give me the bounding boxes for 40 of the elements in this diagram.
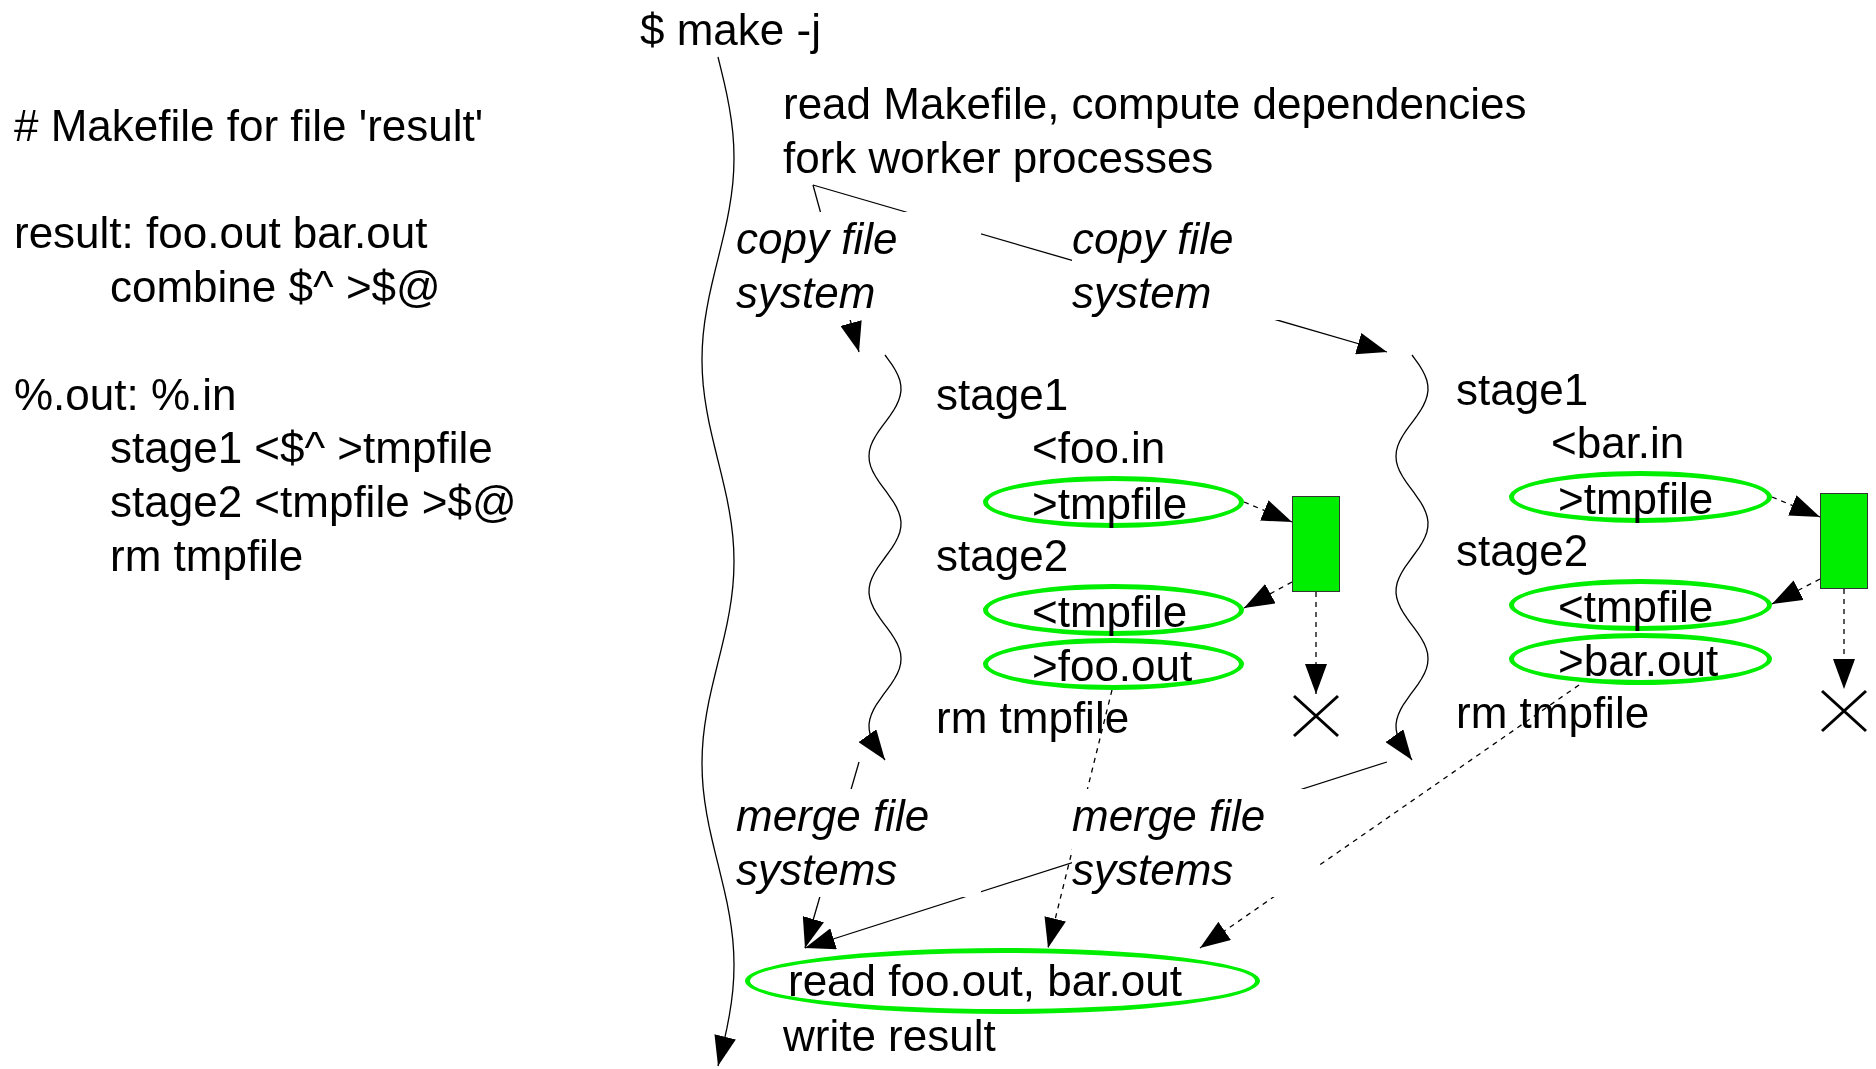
circled-file-text: >bar.out — [1509, 633, 1772, 685]
step-text: fork worker processes — [783, 132, 1215, 184]
edge-label: copy file system — [736, 212, 981, 320]
tmpfile-block — [1292, 496, 1340, 592]
step-text: <foo.in — [1032, 422, 1166, 474]
makefile-line: rm tmpfile — [110, 530, 304, 582]
makefile-line: # Makefile for file 'result' — [14, 100, 484, 152]
step-text: $ make -j — [640, 4, 821, 56]
makefile-line: combine $^ >$@ — [110, 261, 441, 313]
step-text: stage2 — [936, 530, 1069, 582]
makefile-line: stage2 <tmpfile >$@ — [110, 476, 517, 528]
delete-cross-icon — [1820, 689, 1868, 733]
makefile-line: stage1 <$^ >tmpfile — [110, 422, 493, 474]
tmpfile-block — [1820, 493, 1868, 589]
makefile-line: result: foo.out bar.out — [14, 207, 428, 259]
circled-file-text: >tmpfile — [983, 476, 1244, 528]
dashed-arrow — [1305, 591, 1327, 695]
step-text: stage1 — [936, 369, 1069, 421]
delete-cross-icon — [1292, 694, 1340, 738]
circled-file-text: <tmpfile — [983, 584, 1244, 636]
circled-file-text: >foo.out — [983, 638, 1244, 690]
step-text: read Makefile, compute dependencies — [783, 78, 1527, 130]
dashed-arrow — [1771, 495, 1821, 518]
dashed-arrow — [1833, 588, 1855, 690]
circled-file-text: >tmpfile — [1509, 471, 1772, 523]
step-text: <bar.in — [1551, 417, 1685, 469]
dashed-arrow — [1199, 684, 1580, 949]
step-text: stage2 — [1456, 525, 1589, 577]
dashed-arrow — [1243, 500, 1293, 523]
circled-file-text: <tmpfile — [1509, 579, 1772, 631]
makefile-line: %.out: %.in — [14, 369, 237, 421]
step-text: rm tmpfile — [1456, 687, 1650, 739]
dashed-arrow — [1243, 581, 1293, 609]
dashed-arrow — [1771, 578, 1821, 605]
step-text: stage1 — [1456, 364, 1589, 416]
edge-label: merge file systems — [736, 789, 981, 897]
step-text: rm tmpfile — [936, 692, 1130, 744]
circled-file-text: read foo.out, bar.out — [745, 948, 1260, 1014]
arrow — [701, 56, 736, 1067]
edge-label: merge file systems — [1072, 789, 1317, 897]
